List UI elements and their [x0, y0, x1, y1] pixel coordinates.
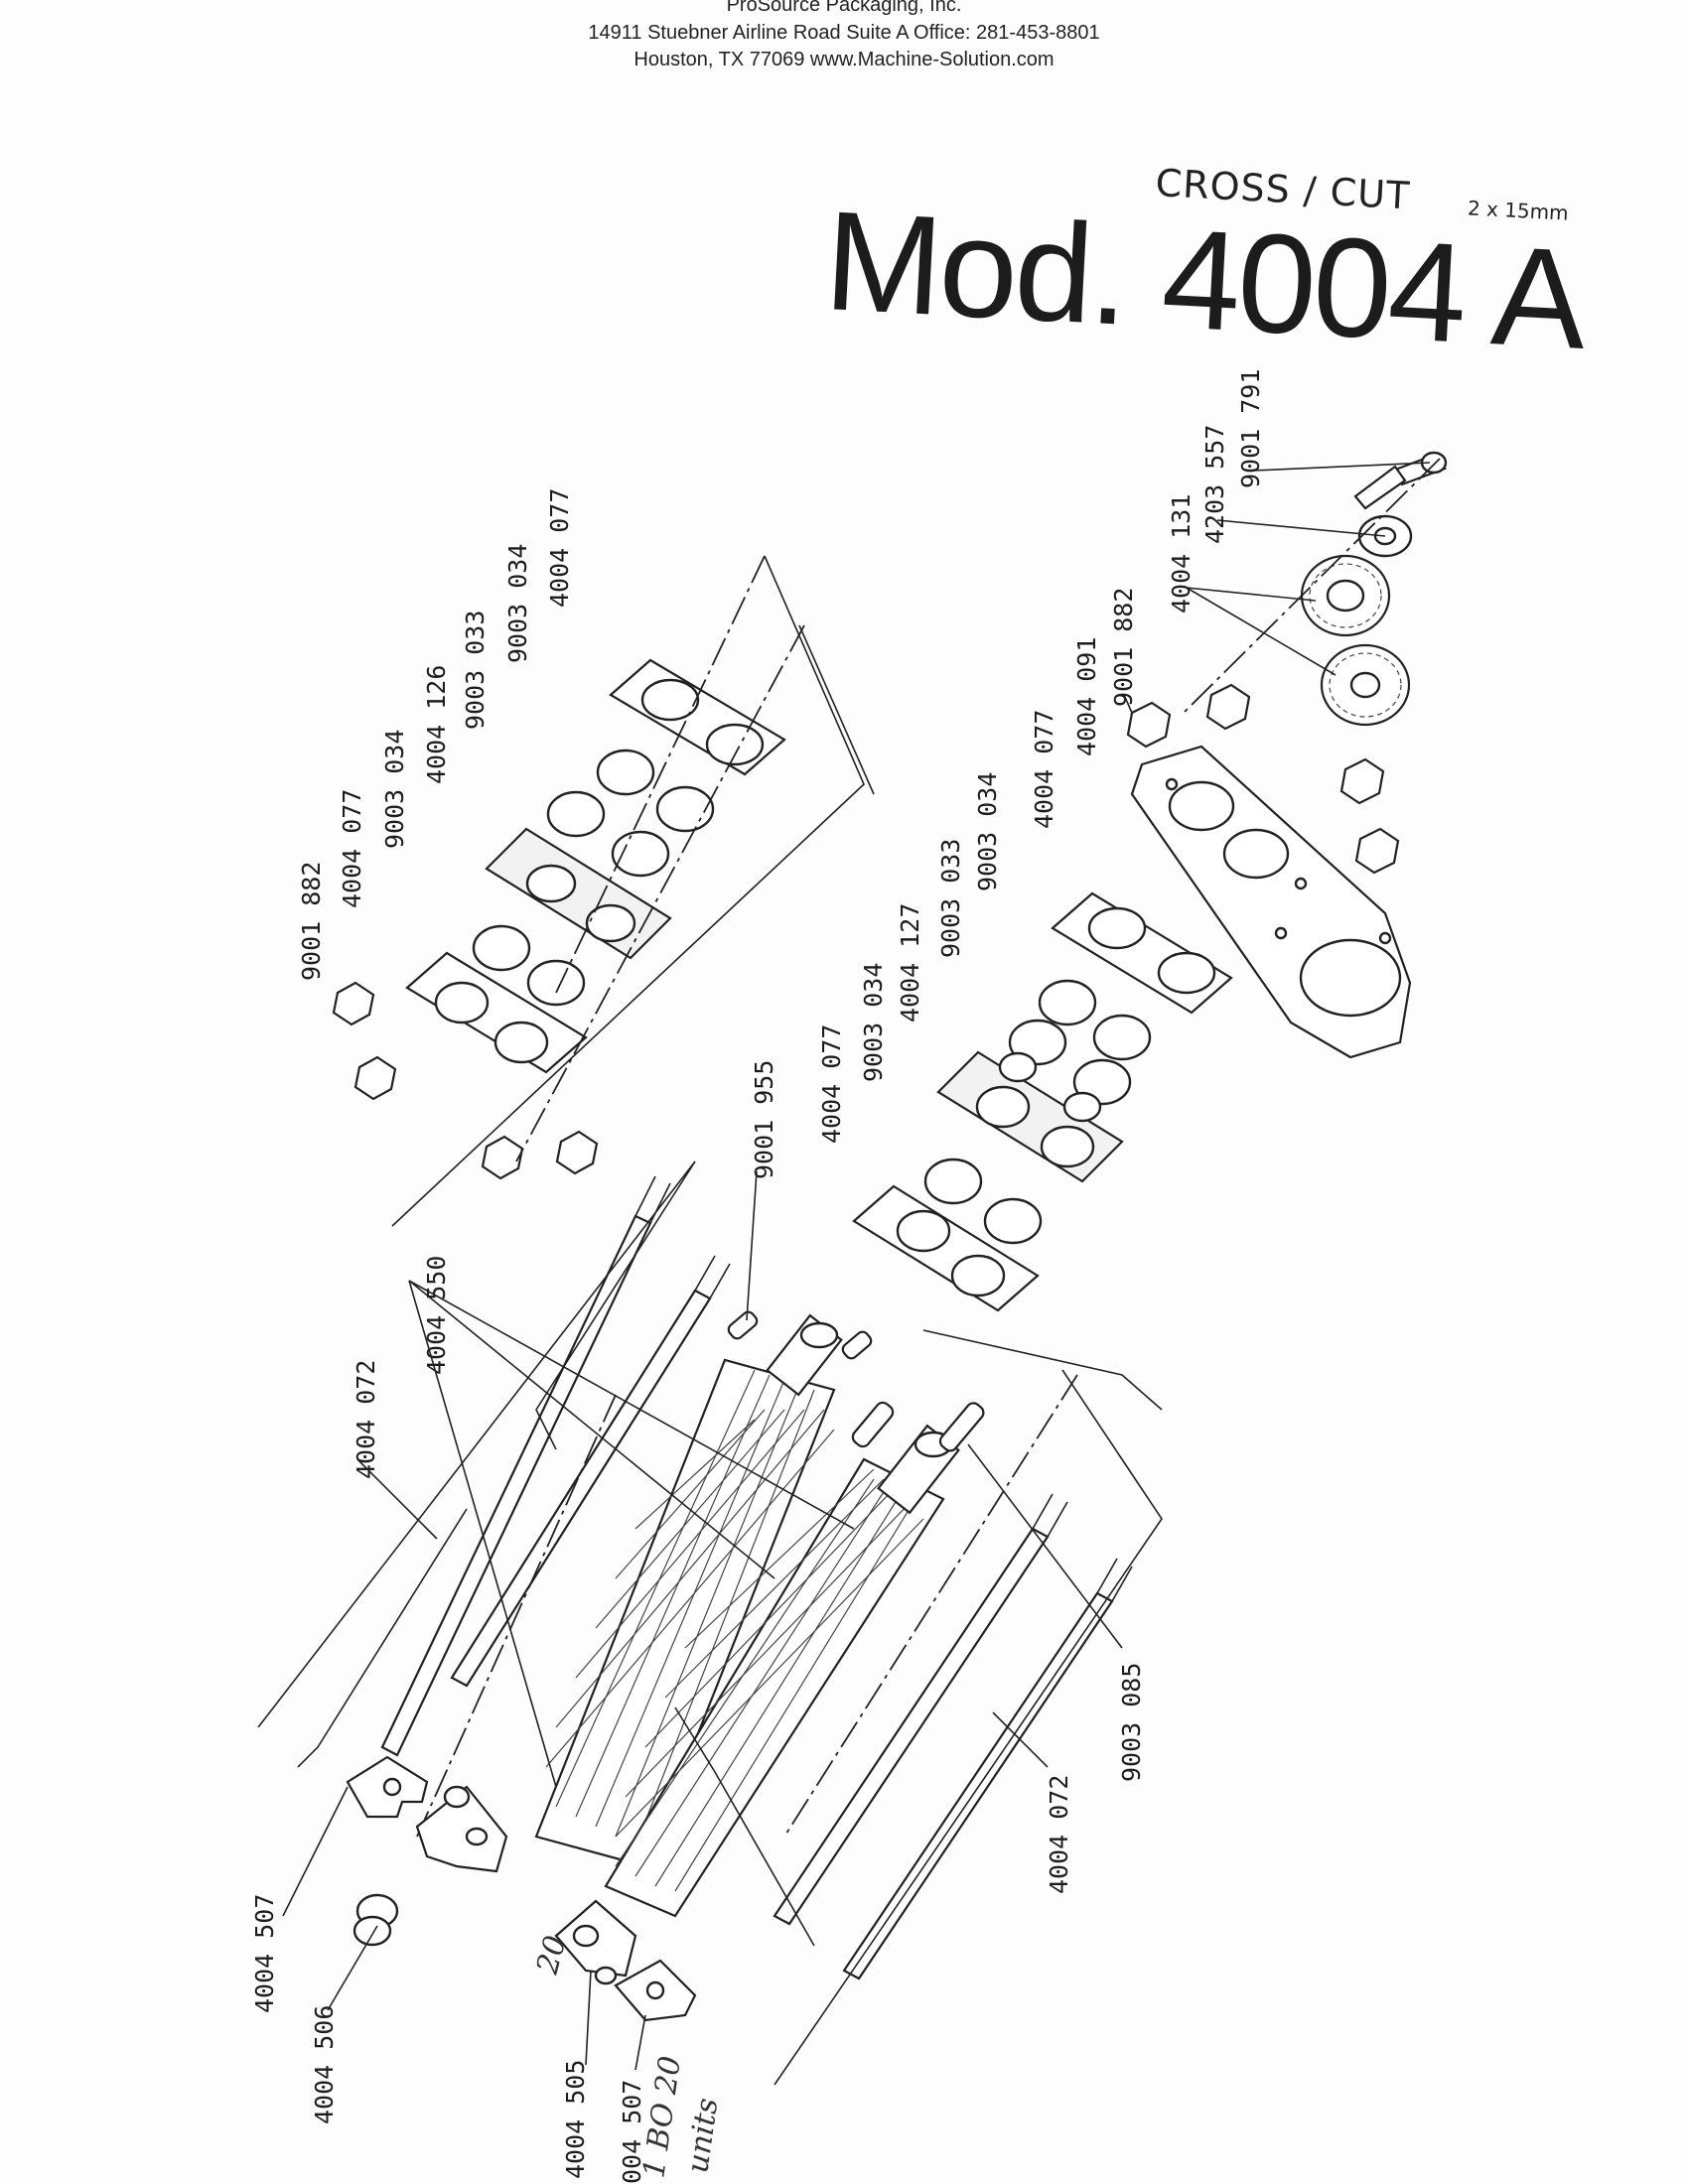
key-9003-085	[851, 1401, 985, 1452]
label-4004-550: 4004 550	[422, 1256, 451, 1375]
label-4203-557: 4203 557	[1200, 425, 1229, 544]
label-9003-034-mid: 9003 034	[859, 963, 888, 1082]
shaft-end-left	[766, 1313, 843, 1397]
tie-rod-left-2	[450, 1255, 731, 1688]
label-4004-077-mid: 4004 077	[817, 1024, 846, 1144]
label-4004-506: 4004 506	[310, 2005, 339, 2124]
nut-right-3	[1339, 757, 1385, 805]
screw-9001-791	[1353, 451, 1448, 510]
nut-left-2	[353, 1055, 397, 1101]
label-9003-033-right: 9003 033	[936, 839, 965, 958]
label-9003-034-left-top: 9003 034	[503, 544, 532, 663]
label-4004-072-left: 4004 072	[352, 1360, 380, 1479]
label-9003-085: 9003 085	[1117, 1663, 1146, 1782]
bearing-plate-mid	[852, 1184, 1040, 1312]
end-plate-4004-091	[1130, 745, 1412, 1059]
bearing-rings-mid	[923, 1158, 1043, 1245]
bearing-rings-left-top	[596, 749, 715, 833]
tie-rod-right-1	[773, 1493, 1068, 1926]
nut-right-1	[1126, 701, 1172, 749]
label-9003-033-left: 9003 033	[461, 611, 490, 730]
label-9001-791: 9001 791	[1236, 369, 1265, 488]
label-4004-077-left: 4004 077	[338, 789, 366, 908]
bracket-4004-507-right	[614, 1959, 697, 2022]
bracket-4004-505	[554, 1899, 637, 1985]
gear-lower	[1320, 643, 1411, 727]
bearing-plate-left-upper	[609, 658, 786, 776]
nut-left-3	[481, 1135, 524, 1180]
label-4004-505: 4004 505	[561, 2060, 590, 2179]
bearing-rings-left	[472, 924, 586, 1007]
label-9003-034-right: 9003 034	[973, 772, 1002, 891]
company-city-website: Houston, TX 77069 www.Machine-Solution.c…	[633, 49, 1055, 70]
handwritten-note-3: units	[680, 2096, 725, 2175]
label-9001-882-left: 9001 882	[297, 862, 326, 981]
bearing-4004-506	[352, 1893, 399, 1947]
key-9001-955	[727, 1310, 873, 1360]
nut-left-4	[555, 1130, 599, 1175]
label-4004-131: 4004 131	[1167, 494, 1196, 614]
label-4004-091: 4004 091	[1072, 637, 1101, 756]
label-4004-126: 4004 126	[422, 665, 451, 784]
label-9001-955: 9001 955	[750, 1060, 778, 1179]
label-4004-507-left: 4004 507	[250, 1894, 279, 2013]
handwritten-note-2: 1 BO 20	[636, 2054, 688, 2180]
label-4004-077-right: 4004 077	[1030, 710, 1058, 829]
bearing-plate-right-upper	[1051, 891, 1233, 1015]
bracket-left-plate	[415, 1785, 508, 1873]
nut-right-4	[1354, 827, 1400, 875]
bearing-housing-4004-126	[485, 790, 672, 960]
bearing-housing-4004-127	[936, 1050, 1124, 1183]
gear-upper	[1300, 554, 1391, 637]
label-4004-507-bottom: 004 507	[618, 2080, 646, 2184]
label-9001-882-right: 9001 882	[1109, 588, 1138, 707]
company-name: ProSource Packaging, Inc.	[726, 0, 962, 16]
nut-right-2	[1205, 683, 1251, 731]
bracket-4004-507-left	[346, 1755, 429, 1819]
cutter-roller-left	[534, 1358, 836, 1868]
company-address: 14911 Stuebner Airline Road Suite A Offi…	[588, 22, 1100, 44]
label-9003-034-left: 9003 034	[380, 730, 409, 849]
label-4004-077-left-top: 4004 077	[545, 488, 574, 608]
label-4004-072-right: 4004 072	[1045, 1775, 1073, 1894]
nut-left-1	[332, 981, 375, 1026]
label-4004-127: 4004 127	[896, 903, 924, 1023]
bearing-plate-left-lower	[405, 951, 588, 1074]
shaft-end-right	[877, 1424, 960, 1515]
cutter-roller-right	[604, 1457, 945, 1918]
tie-rod-left-1	[380, 1175, 671, 1757]
